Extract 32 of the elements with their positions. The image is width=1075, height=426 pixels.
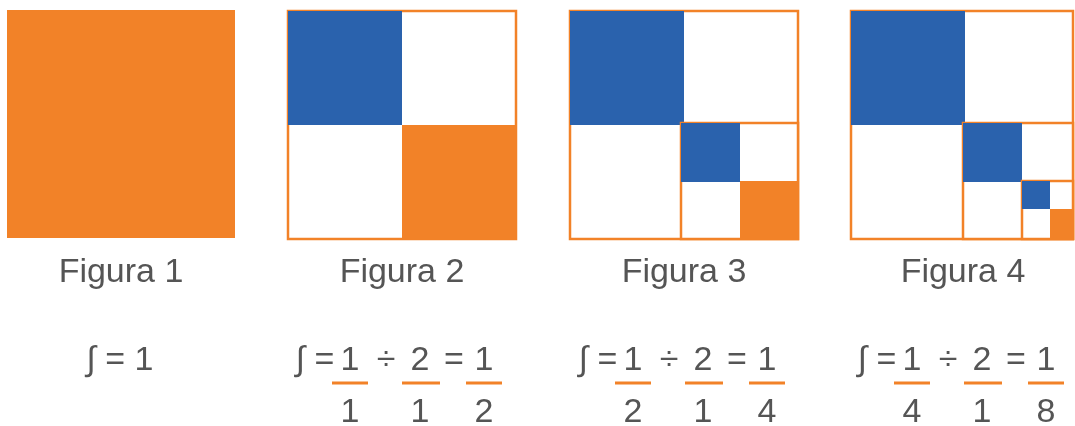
numerator: 1 <box>757 338 777 378</box>
denominator: 1 <box>340 390 360 426</box>
formula-text: ∫ = <box>857 338 897 378</box>
denominator: 1 <box>972 390 992 426</box>
numerator: 2 <box>410 338 430 378</box>
formula-text: ∫ = <box>578 338 618 378</box>
numerator: 1 <box>474 338 494 378</box>
numerator: 1 <box>902 338 922 378</box>
operator: ÷ <box>938 338 958 378</box>
numerator: 2 <box>693 338 713 378</box>
figure-caption: Figura 2 <box>339 250 465 290</box>
denominator: 1 <box>410 390 430 426</box>
denominator: 8 <box>1036 390 1056 426</box>
numerator: 1 <box>1036 338 1056 378</box>
operator: = <box>727 338 747 378</box>
figure-caption: Figura 1 <box>58 250 184 290</box>
denominator: 4 <box>902 390 922 426</box>
denominator: 2 <box>623 390 643 426</box>
operator: ÷ <box>659 338 679 378</box>
figure-caption: Figura 4 <box>900 250 1026 290</box>
numerator: 1 <box>623 338 643 378</box>
numerator: 1 <box>340 338 360 378</box>
operator: = <box>444 338 464 378</box>
denominator: 4 <box>757 390 777 426</box>
operator: ÷ <box>376 338 396 378</box>
denominator: 1 <box>693 390 713 426</box>
denominator: 2 <box>474 390 494 426</box>
numerator: 2 <box>972 338 992 378</box>
figure-caption: Figura 3 <box>621 250 747 290</box>
formula-text: ∫ = <box>295 338 335 378</box>
operator: = <box>1006 338 1026 378</box>
formula-text: ∫ = 1 <box>86 338 154 378</box>
